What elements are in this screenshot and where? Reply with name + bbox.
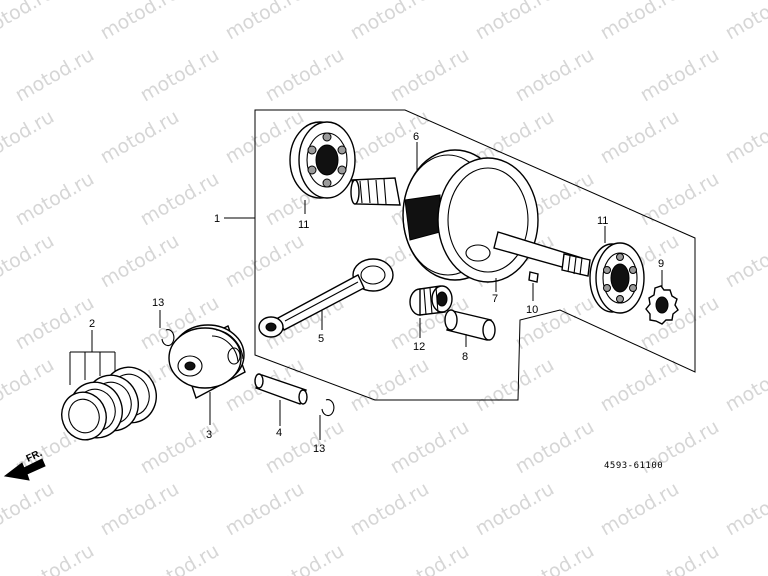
watermark-text: motod.ru (262, 416, 348, 479)
piston-ring-set (61, 366, 157, 441)
watermark-text: motod.ru (637, 540, 723, 576)
callout-1: 1 (214, 213, 220, 225)
watermark-text: motod.ru (262, 44, 348, 107)
watermark-text: motod.ru (0, 354, 58, 417)
callout-3: 3 (206, 429, 212, 441)
watermark-text: motod.ru (387, 416, 473, 479)
callout-4: 4 (276, 427, 282, 439)
watermark-text: motod.ru (97, 230, 183, 293)
watermark-text: motod.ru (722, 0, 768, 44)
watermark-text: motod.ru (0, 106, 58, 169)
watermark-text: motod.ru (12, 292, 98, 355)
watermark-text: motod.ru (137, 540, 223, 576)
callout-10: 10 (526, 304, 538, 316)
watermark-text: motod.ru (597, 106, 683, 169)
crankshaft (350, 149, 591, 283)
figure-code: 4593-61100 (604, 461, 663, 471)
assembly-outline (254, 109, 696, 401)
watermark-text: motod.ru (137, 168, 223, 231)
callout-5: 5 (318, 333, 324, 345)
watermark-text: motod.ru (512, 44, 598, 107)
watermark-text: motod.ru (0, 230, 58, 293)
watermark-text: motod.ru (387, 44, 473, 107)
callout-12: 12 (413, 341, 425, 353)
watermark-text: motod.ru (597, 0, 683, 44)
watermark-text: motod.ru (0, 0, 58, 44)
watermark-text: motod.ru (722, 354, 768, 417)
watermark-text: motod.ru (637, 168, 723, 231)
callout-9: 9 (658, 258, 664, 270)
watermark-text: motod.ru (722, 106, 768, 169)
watermark-text: motod.ru (222, 478, 308, 541)
watermark-text: motod.ru (347, 0, 433, 44)
piston-pin-clip-lower (321, 399, 335, 417)
watermark-text: motod.ru (137, 44, 223, 107)
piston-pin-clip-upper (161, 329, 175, 347)
timing-sprocket (645, 285, 679, 325)
watermark-text: motod.ru (97, 478, 183, 541)
watermark-text: motod.ru (512, 540, 598, 576)
watermark-text: motod.ru (387, 540, 473, 576)
callout-8: 8 (462, 351, 468, 363)
watermark-text: motod.ru (347, 478, 433, 541)
watermark-text: motod.ru (597, 354, 683, 417)
watermark-text: motod.ru (722, 230, 768, 293)
watermark-text: motod.ru (137, 416, 223, 479)
watermark-text: motod.ru (472, 0, 558, 44)
callout-11-left: 11 (298, 219, 309, 231)
watermark-text: motod.ru (472, 478, 558, 541)
front-direction-arrow-icon (3, 458, 46, 481)
watermark-text: motod.ru (347, 106, 433, 169)
callout-leader-2 (69, 330, 116, 385)
watermark-text: motod.ru (512, 292, 598, 355)
piston (168, 324, 246, 400)
watermark-text: motod.ru (12, 540, 98, 576)
watermark-text: motod.ru (347, 354, 433, 417)
ball-bearing-left (289, 121, 356, 199)
watermark-text: motod.ru (97, 106, 183, 169)
callout-13-lower: 13 (313, 443, 325, 455)
watermark-text: motod.ru (12, 168, 98, 231)
callout-6: 6 (413, 131, 419, 143)
watermark-text: motod.ru (97, 0, 183, 44)
watermark-text: motod.ru (637, 44, 723, 107)
callout-13-upper: 13 (152, 297, 164, 309)
watermark-text: motod.ru (0, 478, 58, 541)
watermark-text: motod.ru (12, 44, 98, 107)
ball-bearing-right (589, 242, 645, 314)
callout-11-right: 11 (597, 215, 608, 227)
watermark-text: motod.ru (597, 478, 683, 541)
woodruff-key (528, 271, 539, 283)
watermark-text: motod.ru (222, 0, 308, 44)
watermark-text: motod.ru (222, 230, 308, 293)
callout-2: 2 (89, 318, 95, 330)
needle-bearing (409, 285, 453, 316)
callout-7: 7 (492, 293, 498, 305)
watermark-text: motod.ru (472, 354, 558, 417)
watermark-text: motod.ru (262, 540, 348, 576)
watermark-text: motod.ru (722, 478, 768, 541)
connecting-rod (258, 258, 394, 338)
crank-pin (444, 309, 496, 341)
watermark-text: motod.ru (512, 416, 598, 479)
piston-pin (254, 373, 308, 405)
